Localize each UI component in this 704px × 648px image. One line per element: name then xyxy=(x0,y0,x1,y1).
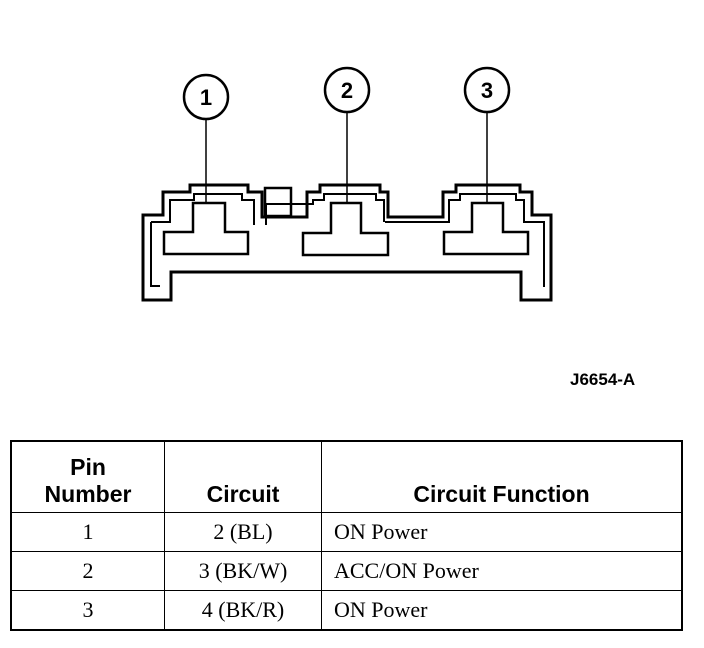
table-header-row: Pin Number Circuit Circuit Function xyxy=(10,440,683,513)
terminal-1 xyxy=(162,201,250,256)
svg-text:2: 2 xyxy=(341,78,353,103)
pin-circuit-table: Pin Number Circuit Circuit Function 1 2 … xyxy=(10,440,683,631)
pin-callout-2: 2 xyxy=(323,66,371,114)
connector-housing-outer xyxy=(141,183,553,302)
cell-pin: 3 xyxy=(10,590,165,631)
cell-pin: 2 xyxy=(10,551,165,591)
svg-text:1: 1 xyxy=(200,85,212,110)
table-row: 2 3 (BK/W) ACC/ON Power xyxy=(10,551,683,591)
cell-function: ON Power xyxy=(321,590,683,631)
table-row: 3 4 (BK/R) ON Power xyxy=(10,590,683,631)
cell-function: ON Power xyxy=(321,512,683,552)
cell-function: ACC/ON Power xyxy=(321,551,683,591)
header-pin-number: Pin Number xyxy=(10,440,165,513)
cell-pin: 1 xyxy=(10,512,165,552)
figure-id: J6654-A xyxy=(570,370,636,389)
cell-circuit: 3 (BK/W) xyxy=(164,551,322,591)
latch-tab xyxy=(263,186,293,218)
header-circuit: Circuit xyxy=(164,440,322,513)
terminal-3 xyxy=(442,201,530,256)
pin-callout-1: 1 xyxy=(182,73,230,121)
terminal-2 xyxy=(301,201,390,257)
connector-diagram: 1 2 3 xyxy=(141,66,553,302)
header-circuit-function: Circuit Function xyxy=(321,440,683,513)
cell-circuit: 2 (BL) xyxy=(164,512,322,552)
svg-text:3: 3 xyxy=(481,78,493,103)
pin-callout-3: 3 xyxy=(463,66,511,114)
cell-circuit: 4 (BK/R) xyxy=(164,590,322,631)
table-row: 1 2 (BL) ON Power xyxy=(10,512,683,552)
